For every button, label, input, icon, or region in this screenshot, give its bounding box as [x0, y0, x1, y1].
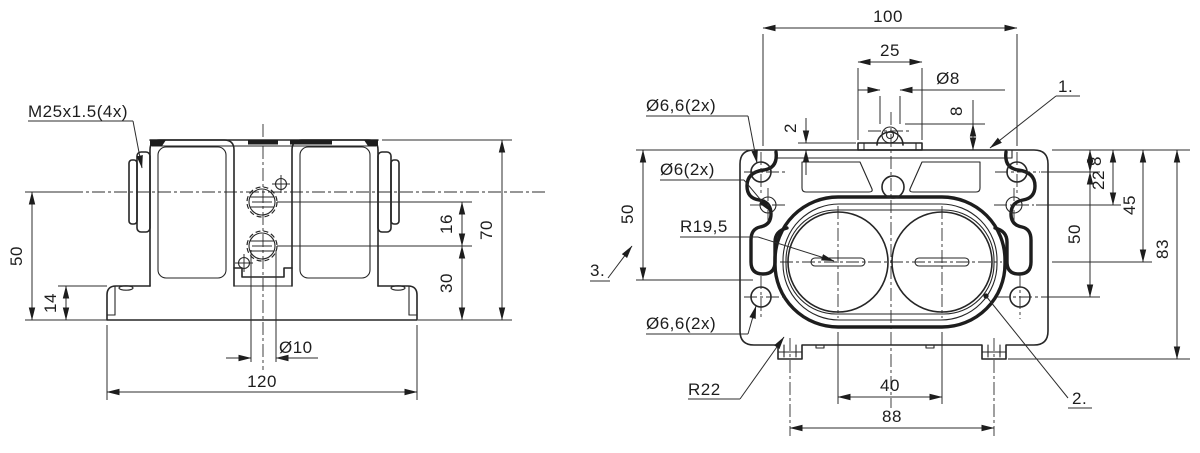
face-view-top-dimensions: 100 25 Ø8 8 2 — [762, 7, 1018, 175]
front-view: M25x1.5(4x) 50 14 16 30 70 — [7, 102, 545, 400]
vent-slot — [290, 140, 332, 145]
gasket-boss — [773, 175, 1007, 329]
thread-callout-label: M25x1.5(4x) — [28, 102, 128, 121]
bore-left — [787, 211, 889, 313]
dim-face-bore-pitch: 40 — [880, 376, 900, 395]
dim-face-foot-pitch: 88 — [882, 407, 902, 426]
face-view-bottom-dimensions: 40 88 R22 — [688, 332, 995, 436]
dim-front-lower-gland-height: 30 — [437, 273, 456, 293]
cable-gland-right-cap — [390, 159, 400, 225]
face-view-outline — [739, 149, 1049, 360]
label-end-radius: R22 — [688, 380, 721, 399]
strain-relief-channel-left — [745, 150, 789, 276]
pilot-hole-marker — [235, 254, 253, 272]
dim-face-edge-to-bore-axis: 45 — [1120, 195, 1139, 215]
dim-face-ball-protrusion: 8 — [947, 106, 966, 116]
dim-face-ball-dia: Ø8 — [936, 69, 960, 88]
front-view-dimensions: 50 14 16 30 70 Ø10 — [7, 139, 512, 400]
earth-tab — [857, 126, 923, 151]
callout-1: 1. — [1058, 77, 1073, 96]
label-side-holes: Ø6(2x) — [660, 160, 715, 179]
thread-callout: M25x1.5(4x) — [28, 102, 143, 169]
dim-face-edge-to-mount-hole: 8 — [1086, 156, 1105, 166]
dim-face-tab-height: 2 — [781, 123, 800, 133]
label-bore-radius: R19,5 — [680, 217, 728, 236]
front-view-outline — [106, 139, 418, 321]
mounting-holes — [744, 152, 1041, 319]
callout-2: 2. — [1072, 389, 1087, 408]
strain-relief-channel-right — [993, 150, 1037, 276]
face-view-left-dimensions: 50 Ø6,6(2x) Ø6(2x) R19,5 Ø6,6(2x) 3. — [590, 96, 835, 335]
bore-right — [891, 211, 993, 313]
terminal-screw-upper — [246, 186, 278, 218]
label-top-corner-holes: Ø6,6(2x) — [646, 96, 716, 115]
callout-2-group: 2. — [983, 293, 1092, 409]
dim-front-gland-spacing: 16 — [437, 214, 456, 234]
dim-face-mount-pitch-v: 50 — [1065, 224, 1084, 244]
dim-face-overall-height: 83 — [1153, 239, 1172, 259]
dim-front-center-hole-dia: Ø10 — [279, 338, 313, 357]
dim-front-base-thickness: 14 — [41, 293, 60, 313]
dim-face-edge-to-side-hole: 22 — [1089, 170, 1108, 190]
callout-1-group: 1. — [989, 77, 1080, 149]
dim-front-base-width: 120 — [247, 372, 277, 391]
dim-front-center-height: 50 — [7, 246, 26, 266]
cable-gland-left-cap — [128, 159, 138, 225]
pilot-hole-marker — [272, 175, 290, 193]
dim-face-side-channel-length: 50 — [618, 204, 637, 224]
top-center-hole — [881, 175, 905, 199]
vent-slot — [248, 140, 278, 145]
face-view-right-dimensions: 8 22 45 50 83 — [1008, 149, 1190, 360]
dim-face-mount-pitch-h: 100 — [873, 7, 903, 26]
dim-front-overall-height: 70 — [477, 220, 496, 240]
callout-3: 3. — [590, 261, 605, 280]
dim-face-tab-width: 25 — [880, 41, 900, 60]
label-bottom-corner-holes: Ø6,6(2x) — [646, 314, 716, 333]
face-view: 100 25 Ø8 8 2 — [590, 7, 1190, 436]
